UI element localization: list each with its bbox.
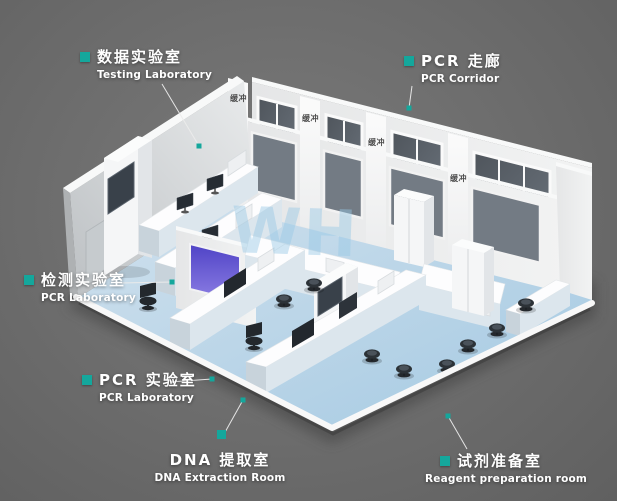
callout-zh-label: PCR 走廊	[421, 52, 502, 70]
bullet-square	[82, 374, 92, 385]
callout-dna-extraction: DNA 提取室 DNA Extraction Room	[140, 449, 300, 484]
callout-line	[447, 415, 468, 450]
callout-pcr-corridor: PCR 走廊 PCR Corridor	[404, 50, 502, 85]
bullet-square	[24, 274, 34, 285]
bullet-square	[80, 51, 90, 62]
callout-dot	[196, 143, 202, 149]
callout-en-label: PCR Laboratory	[41, 292, 136, 304]
callout-dot	[240, 397, 246, 403]
callout-en-label: DNA Extraction Room	[154, 472, 286, 484]
callout-en-label: Testing Laboratory	[97, 69, 213, 81]
callout-en-label: PCR Corridor	[421, 73, 500, 85]
callout-pcr-lab: PCR 实验室 PCR Laboratory	[82, 369, 197, 404]
buffer-labels: 缓冲 缓冲 缓冲 缓冲	[230, 93, 467, 183]
bullet-square	[439, 455, 450, 466]
callout-detection-lab: 检测实验室 PCR Laboratory	[24, 269, 136, 304]
callout-reagent-prep: 试剂准备室 Reagent preparation room	[425, 450, 588, 485]
buffer-room-label: 缓冲	[450, 173, 467, 183]
callout-en-label: PCR Laboratory	[99, 392, 194, 404]
buffer-room-label: 缓冲	[368, 137, 385, 147]
east-wall	[556, 162, 592, 300]
buffer-partition	[366, 112, 386, 248]
callout-zh-label: 试剂准备室	[456, 452, 542, 470]
buffer-partition	[300, 96, 320, 231]
watermark-text: WH	[229, 194, 360, 272]
storage-cabinet	[394, 189, 434, 267]
callout-dot	[169, 279, 175, 285]
bullet-square	[404, 55, 414, 66]
buffer-partition	[448, 133, 468, 268]
callout-line	[169, 378, 213, 383]
lab-bench	[169, 243, 306, 350]
callout-dot	[406, 105, 412, 111]
callout-line	[408, 85, 413, 109]
callout-dot	[209, 376, 215, 382]
callout-lines	[117, 83, 468, 450]
callout-line	[223, 399, 244, 435]
callout-testing-lab: 数据实验室 Testing Laboratory	[80, 46, 212, 81]
storage-cabinet	[452, 239, 494, 316]
callout-zh-label: PCR 实验室	[99, 371, 197, 389]
callout-line	[161, 83, 200, 147]
buffer-room-label: 缓冲	[230, 93, 247, 103]
callout-zh-label: 检测实验室	[41, 271, 127, 289]
buffer-room-label: 缓冲	[302, 113, 319, 123]
callout-en-label: Reagent preparation room	[425, 473, 588, 485]
callout-dot	[445, 413, 451, 419]
lab-bench	[245, 269, 427, 393]
bullet-square	[217, 430, 226, 439]
callout-line	[117, 281, 173, 284]
callout-zh-label: DNA 提取室	[169, 451, 271, 469]
callout-zh-label: 数据实验室	[97, 48, 183, 66]
floor-skirting	[73, 294, 595, 431]
